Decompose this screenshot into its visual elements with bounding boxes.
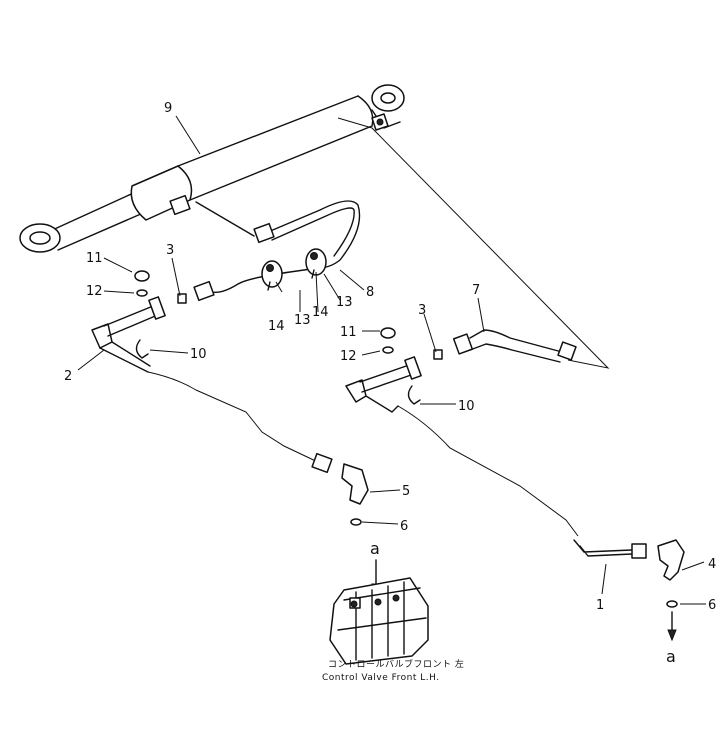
hose-assembly-8 xyxy=(193,200,361,302)
callout-1: 1 xyxy=(596,598,604,613)
callout-7: 7 xyxy=(472,283,480,298)
arrow-a-bottom xyxy=(667,611,677,642)
elbow-connector-5 xyxy=(341,463,369,526)
reference-line xyxy=(337,117,610,369)
elbow-connector-4 xyxy=(657,539,685,608)
control-valve xyxy=(329,577,429,665)
callout-9: 9 xyxy=(164,101,172,116)
hose-nut-left xyxy=(311,452,333,474)
callout-14-right: 14 xyxy=(312,305,329,320)
callout-6-right: 6 xyxy=(708,598,716,613)
callout-4: 4 xyxy=(708,557,716,572)
hydraulic-cylinder xyxy=(19,84,405,253)
callout-3-left: 3 xyxy=(166,243,174,258)
leader-lines xyxy=(77,115,706,605)
callout-14-left: 14 xyxy=(268,319,285,334)
caption-japanese: コントロールバルブフロント 左 xyxy=(328,658,464,670)
callout-13-right: 13 xyxy=(336,295,353,310)
callout-8: 8 xyxy=(366,285,374,300)
callout-labels: 9 11 12 3 2 10 8 14 13 14 13 7 3 11 12 1… xyxy=(64,101,716,666)
callout-12-right: 12 xyxy=(340,349,357,364)
callout-11-left: 11 xyxy=(86,251,103,266)
left-hose xyxy=(147,371,323,465)
callout-a-top: a xyxy=(370,539,380,558)
left-elbow-tube-2 xyxy=(91,270,187,373)
callout-3-right: 3 xyxy=(418,303,426,318)
callout-2: 2 xyxy=(64,369,72,384)
callout-a-bottom: a xyxy=(666,647,676,666)
callout-6-left: 6 xyxy=(400,519,408,534)
callout-11-right: 11 xyxy=(340,325,357,340)
right-hose xyxy=(397,405,579,537)
callout-13-left: 13 xyxy=(294,313,311,328)
caption-english: Control Valve Front L.H. xyxy=(322,673,440,683)
callout-5: 5 xyxy=(402,484,410,499)
callout-10-right: 10 xyxy=(458,399,475,414)
callout-12-left: 12 xyxy=(86,284,103,299)
tube-1 xyxy=(573,539,647,559)
right-tube-7 xyxy=(345,327,577,413)
callout-10-left: 10 xyxy=(190,347,207,362)
